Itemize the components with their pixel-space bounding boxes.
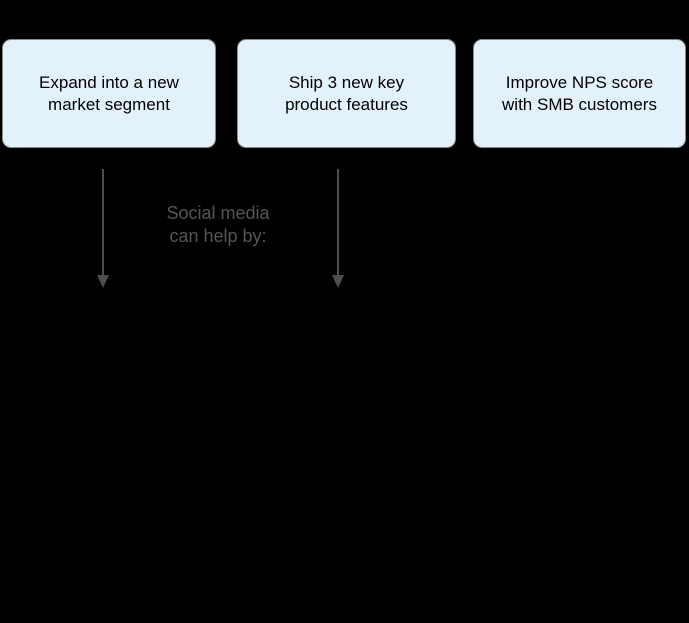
goal-box-nps-score: Improve NPS score with SMB customers xyxy=(473,39,686,148)
arrow-shaft xyxy=(102,169,104,276)
arrow-head xyxy=(97,275,109,288)
goal-box-label-line: market segment xyxy=(48,94,170,114)
note-line: Social media xyxy=(166,203,270,223)
arrow-shaft xyxy=(337,169,339,276)
goal-box-label-line: Ship 3 new key xyxy=(288,72,405,92)
goal-box-label: Improve NPS score with SMB customers xyxy=(502,72,657,116)
goal-box-label-line: Improve NPS score xyxy=(505,72,654,92)
arrow-head xyxy=(332,275,344,288)
goal-box-label-line: Expand into a new xyxy=(39,72,179,92)
social-media-note: Social media can help by: xyxy=(146,202,290,248)
goal-box-product-features: Ship 3 new key product features xyxy=(237,39,456,148)
goal-box-label: Ship 3 new key product features xyxy=(285,72,408,116)
goal-box-market-segment: Expand into a new market segment xyxy=(2,39,216,148)
goal-box-label-line: with SMB customers xyxy=(502,94,657,114)
goal-box-label: Expand into a new market segment xyxy=(39,72,179,116)
goal-box-label-line: product features xyxy=(285,94,408,114)
down-arrow-icon xyxy=(332,169,344,288)
note-line: can help by: xyxy=(169,226,267,246)
down-arrow-icon xyxy=(97,169,109,288)
